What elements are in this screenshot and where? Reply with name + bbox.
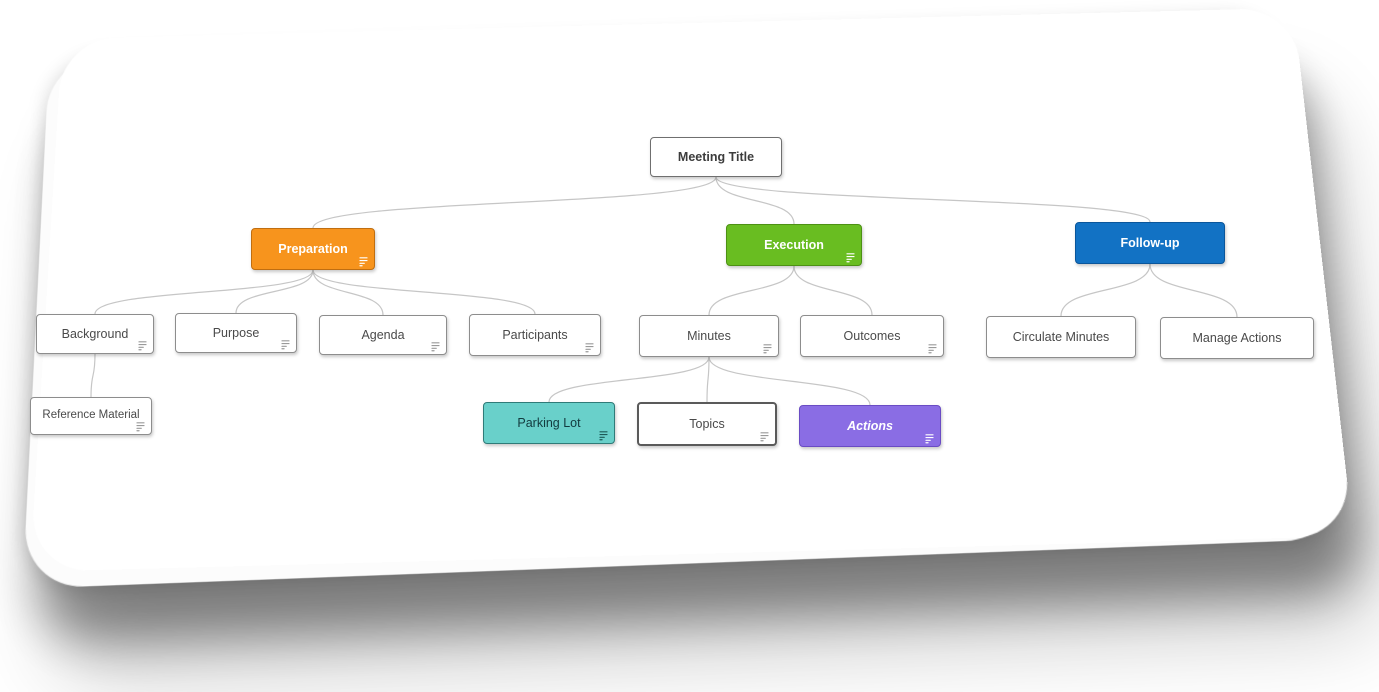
node-preparation[interactable]: Preparation <box>251 228 375 270</box>
node-label: Topics <box>689 416 725 431</box>
node-label: Manage Actions <box>1192 330 1282 345</box>
node-label: Purpose <box>212 325 260 340</box>
node-label: Meeting Title <box>677 149 755 164</box>
node-label: Outcomes <box>843 328 901 343</box>
note-icon[interactable] <box>280 339 291 350</box>
node-execution[interactable]: Execution <box>726 224 862 266</box>
note-icon[interactable] <box>358 256 369 267</box>
node-minutes[interactable]: Minutes <box>639 315 779 357</box>
node-label: Participants <box>502 327 568 342</box>
node-topics[interactable]: Topics <box>637 402 777 446</box>
node-reference-material[interactable]: Reference Material <box>30 397 152 435</box>
note-icon[interactable] <box>927 343 938 354</box>
node-label: Reference Material <box>42 409 140 422</box>
node-participants[interactable]: Participants <box>469 314 601 356</box>
node-outcomes[interactable]: Outcomes <box>800 315 944 357</box>
note-icon[interactable] <box>759 431 770 442</box>
node-label: Minutes <box>687 328 731 343</box>
note-icon[interactable] <box>430 341 441 352</box>
node-manage-actions[interactable]: Manage Actions <box>1160 317 1314 359</box>
node-label: Preparation <box>278 241 348 256</box>
note-icon[interactable] <box>598 430 609 441</box>
node-label: Follow-up <box>1120 235 1180 250</box>
node-label: Circulate Minutes <box>1012 329 1110 344</box>
node-follow-up[interactable]: Follow-up <box>1075 222 1225 264</box>
node-background[interactable]: Background <box>36 314 154 354</box>
note-icon[interactable] <box>584 342 595 353</box>
node-meeting-title[interactable]: Meeting Title <box>650 137 782 177</box>
note-icon[interactable] <box>924 433 935 444</box>
note-icon[interactable] <box>137 340 148 351</box>
node-label: Actions <box>847 418 893 433</box>
node-label: Agenda <box>361 327 405 342</box>
node-label: Parking Lot <box>517 415 581 430</box>
note-icon[interactable] <box>135 421 146 432</box>
node-agenda[interactable]: Agenda <box>319 315 447 355</box>
node-parking-lot[interactable]: Parking Lot <box>483 402 615 444</box>
node-purpose[interactable]: Purpose <box>175 313 297 353</box>
node-circulate-minutes[interactable]: Circulate Minutes <box>986 316 1136 358</box>
node-label: Background <box>61 326 129 341</box>
note-icon[interactable] <box>762 343 773 354</box>
note-icon[interactable] <box>845 252 856 263</box>
node-label: Execution <box>764 237 824 252</box>
node-actions[interactable]: Actions <box>799 405 941 447</box>
